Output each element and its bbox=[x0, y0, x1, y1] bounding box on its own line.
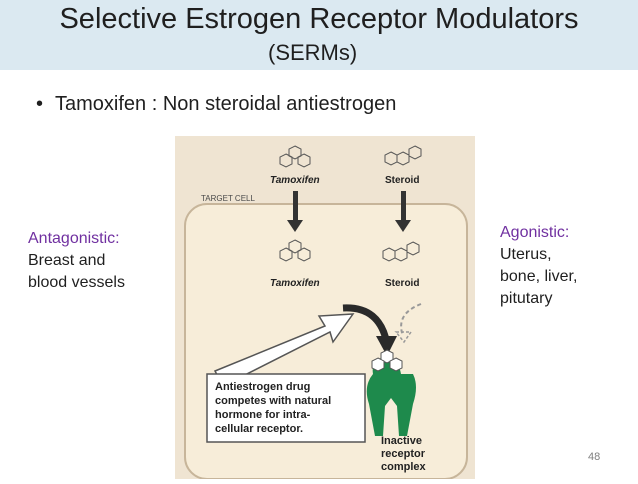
tamoxifen-top-label: Tamoxifen bbox=[270, 175, 320, 186]
steroid-entry-arrow-shaft bbox=[401, 191, 406, 221]
tamoxifen-molecule-inner-icon bbox=[279, 239, 311, 262]
bullet-marker: • bbox=[36, 93, 44, 115]
page-number: 48 bbox=[588, 451, 601, 463]
callout-line-2: competes with natural bbox=[215, 395, 331, 407]
steroid-top-label: Steroid bbox=[385, 175, 419, 186]
antagonistic-line-2: blood vessels bbox=[28, 274, 125, 291]
receptor-complex-icon bbox=[366, 349, 416, 436]
inactive-line-2: receptor bbox=[381, 448, 426, 460]
inactive-line-3: complex bbox=[381, 461, 427, 473]
bullet-item: • Tamoxifen : Non steroidal antiestrogen bbox=[36, 93, 396, 116]
steroid-molecule-inner-icon bbox=[382, 241, 420, 262]
agonistic-heading: Agonistic: bbox=[500, 224, 570, 241]
steroid-molecule-icon bbox=[384, 145, 422, 166]
title-band bbox=[0, 0, 638, 70]
mechanism-figure: TARGET CELL Tamoxifen Steroid Tamoxifen … bbox=[175, 136, 475, 480]
tamoxifen-entry-arrow-shaft bbox=[293, 191, 298, 221]
slide-subtitle: (SERMs) bbox=[268, 40, 358, 65]
callout-line-4: cellular receptor. bbox=[215, 423, 303, 435]
tamoxifen-entry-arrow-head bbox=[287, 220, 303, 232]
tamoxifen-mid-label: Tamoxifen bbox=[270, 278, 320, 289]
antagonistic-note: Antagonistic: Breast and blood vessels bbox=[28, 228, 125, 294]
binding-arrow-head bbox=[376, 336, 397, 356]
tamoxifen-molecule-icon bbox=[279, 145, 311, 168]
steroid-mid-label: Steroid bbox=[385, 278, 419, 289]
steroid-entry-arrow-head bbox=[395, 220, 411, 232]
agonistic-line-1: Uterus, bbox=[500, 246, 552, 263]
slide-title: Selective Estrogen Receptor Modulators bbox=[59, 3, 579, 35]
agonistic-line-3: pitutary bbox=[500, 290, 553, 307]
callout-box bbox=[206, 373, 366, 443]
callout-line-1: Antiestrogen drug bbox=[215, 381, 310, 393]
agonistic-note: Agonistic: Uterus, bone, liver, pitutary bbox=[500, 222, 577, 310]
target-cell-label: TARGET CELL bbox=[201, 194, 255, 203]
callout-line-3: hormone for intra- bbox=[215, 409, 311, 421]
inactive-line-1: Inactive bbox=[381, 435, 422, 447]
blocked-steroid-path-head bbox=[394, 331, 413, 344]
antagonistic-heading: Antagonistic: bbox=[28, 230, 120, 247]
agonistic-line-2: bone, liver, bbox=[500, 268, 578, 285]
bullet-text: Tamoxifen : Non steroidal antiestrogen bbox=[55, 93, 397, 115]
antagonistic-line-1: Breast and bbox=[28, 252, 106, 269]
